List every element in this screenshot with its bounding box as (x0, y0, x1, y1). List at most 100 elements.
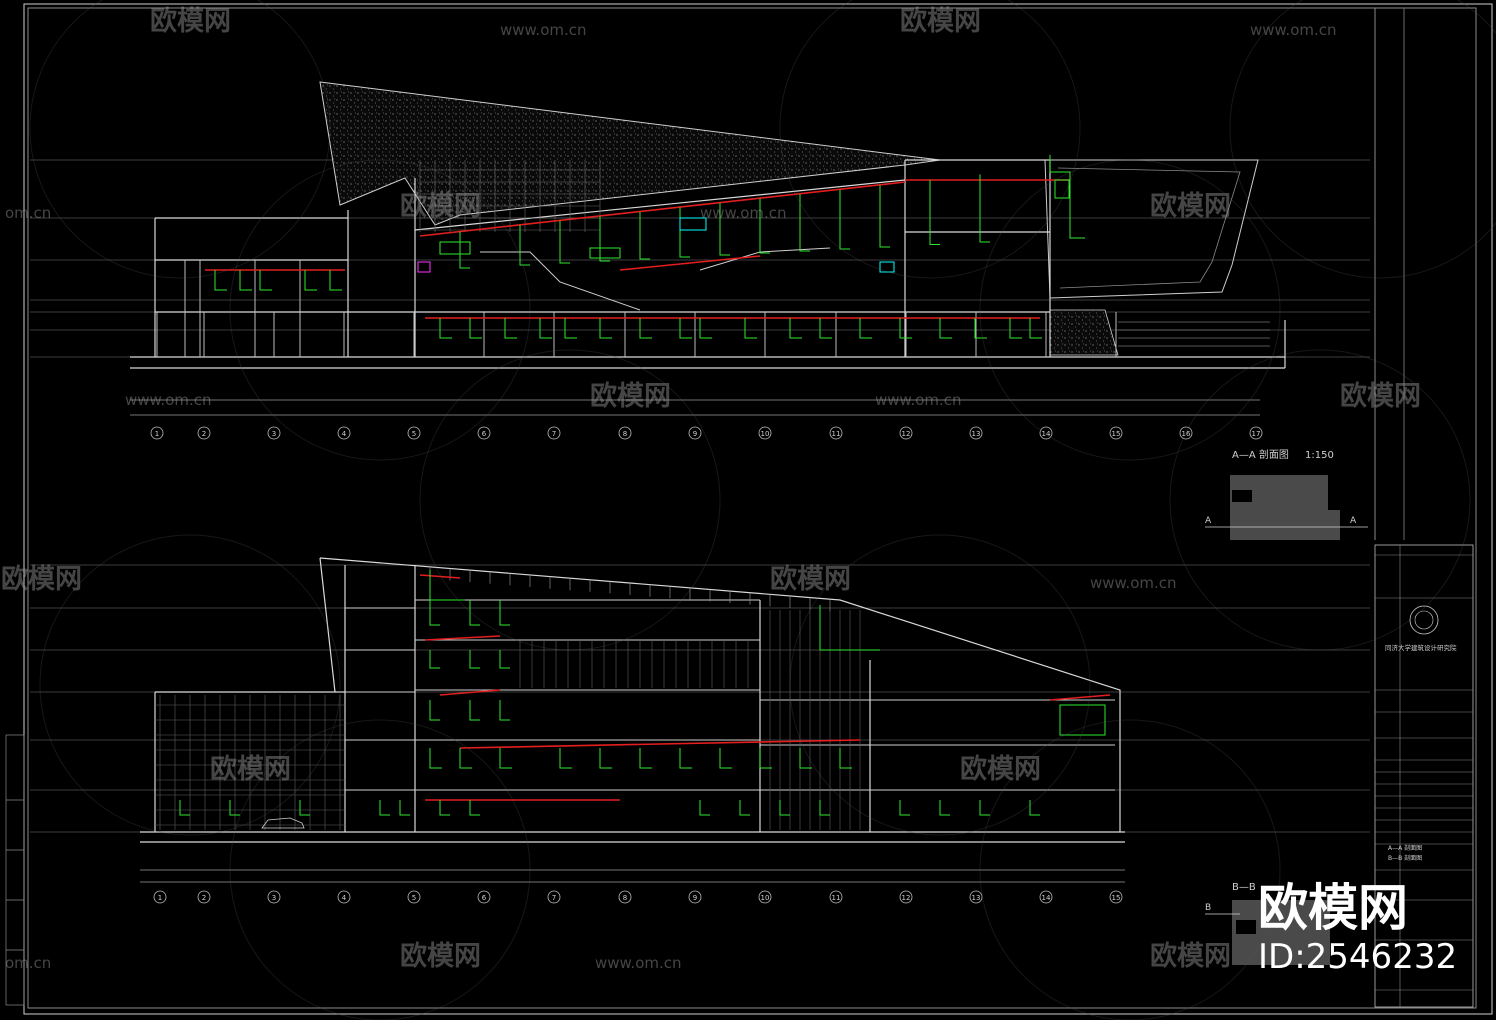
watermark-brand: 欧模网 (210, 754, 291, 785)
grid-axis-label: 17 (1252, 430, 1261, 438)
watermark-id: ID:2546232 (1258, 937, 1457, 977)
grid-axis-bubble: 12 (899, 890, 913, 904)
grid-axis-label: 6 (482, 430, 487, 438)
grid-axis-bubble: 1 (150, 426, 164, 440)
grid-axis-bubble: 13 (969, 890, 983, 904)
watermark-circle (229, 719, 531, 1020)
grid-axis-label: 11 (832, 894, 841, 902)
grid-axis-bubble: 15 (1109, 426, 1123, 440)
grid-axis-label: 14 (1042, 430, 1051, 438)
section-a-title: A—A 剖面图 (1232, 448, 1289, 461)
section-a-key-plan (1230, 475, 1340, 540)
watermark-circle (1229, 0, 1496, 279)
grid-axis-label: 7 (552, 894, 556, 902)
grid-axis-label: 8 (623, 430, 627, 438)
hvac-ducts-section-a (205, 155, 1085, 339)
grid-axis-label: 5 (412, 430, 416, 438)
section-b-title-group: B—B B (1205, 882, 1330, 965)
grid-axis-label: 2 (202, 430, 206, 438)
section-a-scale: 1:150 (1305, 450, 1334, 461)
institute-seal (1409, 605, 1439, 635)
watermark-site: www.om.cn (700, 204, 787, 222)
watermark-site: om.cn (5, 204, 51, 222)
sheet-title-line-2: B—B 剖面图 (1388, 854, 1422, 862)
title-block: 同济大学建筑设计研究院 A—A 剖面图 B—B 剖面图 (1374, 544, 1474, 1008)
watermark-brand: 欧模网 (1, 564, 82, 595)
hvac-ducts-section-b (179, 570, 1111, 816)
grid-axis-label: 12 (902, 894, 911, 902)
grid-axis-bubble: 9 (688, 426, 702, 440)
grid-axis-bubble: 5 (407, 426, 421, 440)
watermark-site: www.om.cn (1090, 574, 1177, 592)
section-b-building (140, 557, 1125, 843)
grid-axis-label: 1 (155, 430, 159, 438)
watermark-brand: 欧模网 (1340, 381, 1421, 412)
grid-axis-label: 12 (902, 430, 911, 438)
grid-axis-label: 4 (342, 894, 347, 902)
grid-axis-label: 10 (761, 430, 770, 438)
section-b-cut-marker: B (1205, 903, 1211, 913)
watermark-logo-brand: 欧模网 (1258, 879, 1408, 937)
grid-axis-bubble: 17 (1249, 426, 1263, 440)
watermark-site: om.cn (5, 954, 51, 972)
grid-axis-bubble: 7 (547, 426, 561, 440)
grid-axis-bubble: 14 (1039, 426, 1053, 440)
grid-axis-label: 9 (693, 894, 697, 902)
grid-axis-bubble: 3 (267, 890, 281, 904)
grid-axis-bubble: 3 (267, 426, 281, 440)
grid-axis-bubble: 5 (407, 890, 421, 904)
grid-axis-bubble: 11 (829, 426, 843, 440)
grid-axis-bubble: 2 (197, 426, 211, 440)
watermark-logo: 欧模网 ID:2546232 (1258, 879, 1457, 977)
grid-axis-bubble: 6 (477, 890, 491, 904)
watermark-circle (779, 0, 1081, 279)
car-silhouette (261, 817, 305, 829)
section-b-title: B—B (1232, 882, 1256, 893)
grid-axis-label: 13 (972, 894, 981, 902)
grid-axis-label: 16 (1182, 430, 1191, 438)
grid-axis-label: 15 (1112, 430, 1121, 438)
watermark-site: www.om.cn (1250, 21, 1337, 39)
grid-axis-label: 8 (623, 894, 627, 902)
grid-axis-label: 10 (761, 894, 770, 902)
grid-axis-bubble: 14 (1039, 890, 1053, 904)
watermark-circle (979, 719, 1281, 1020)
watermark-brand: 欧模网 (400, 191, 481, 222)
grid-axis-bubble: 11 (829, 890, 843, 904)
watermark-circle (419, 349, 721, 651)
grid-axis-bubble: 15 (1109, 890, 1123, 904)
grid-axis-label: 6 (482, 894, 487, 902)
sheet-title-line-1: A—A 剖面图 (1388, 844, 1422, 852)
grid-axis-label: 3 (272, 894, 276, 902)
section-b-key-plan (1232, 900, 1330, 965)
grid-axis-label: 1 (158, 894, 162, 902)
watermark-brand: 欧模网 (900, 6, 981, 37)
grid-axis-bubble: 6 (477, 426, 491, 440)
watermark-site: www.om.cn (125, 391, 212, 409)
grid-axis-label: 9 (693, 430, 697, 438)
revision-strip (5, 734, 25, 1006)
grid-axis-bubble: 8 (618, 890, 632, 904)
grid-axis-bubble: 2 (197, 890, 211, 904)
watermark-circle (29, 0, 331, 279)
watermark-brand: 欧模网 (1150, 941, 1231, 972)
section-a-building (130, 81, 1286, 369)
drawing-frame (23, 3, 1493, 1015)
grid-axis-label: 11 (832, 430, 841, 438)
section-b-dimensions (140, 869, 1125, 883)
watermark-brand: 欧模网 (770, 564, 851, 595)
grid-axis-bubble: 4 (337, 426, 351, 440)
grid-axis-bubble: 13 (969, 426, 983, 440)
institute-name: 同济大学建筑设计研究院 (1385, 643, 1457, 652)
section-a-cut-marker-right: A (1350, 516, 1357, 526)
grid-axis-bubble: 16 (1179, 426, 1193, 440)
grid-axis-label: 3 (272, 430, 276, 438)
section-a-title-group: A—A 剖面图 1:150 A A (1205, 448, 1368, 540)
watermark-circle (39, 534, 341, 836)
watermark-site: www.om.cn (595, 954, 682, 972)
watermark-circle (1169, 349, 1471, 651)
watermark-site: www.om.cn (500, 21, 587, 39)
grid-axis-label: 13 (972, 430, 981, 438)
section-a-dimensions (130, 399, 1260, 416)
